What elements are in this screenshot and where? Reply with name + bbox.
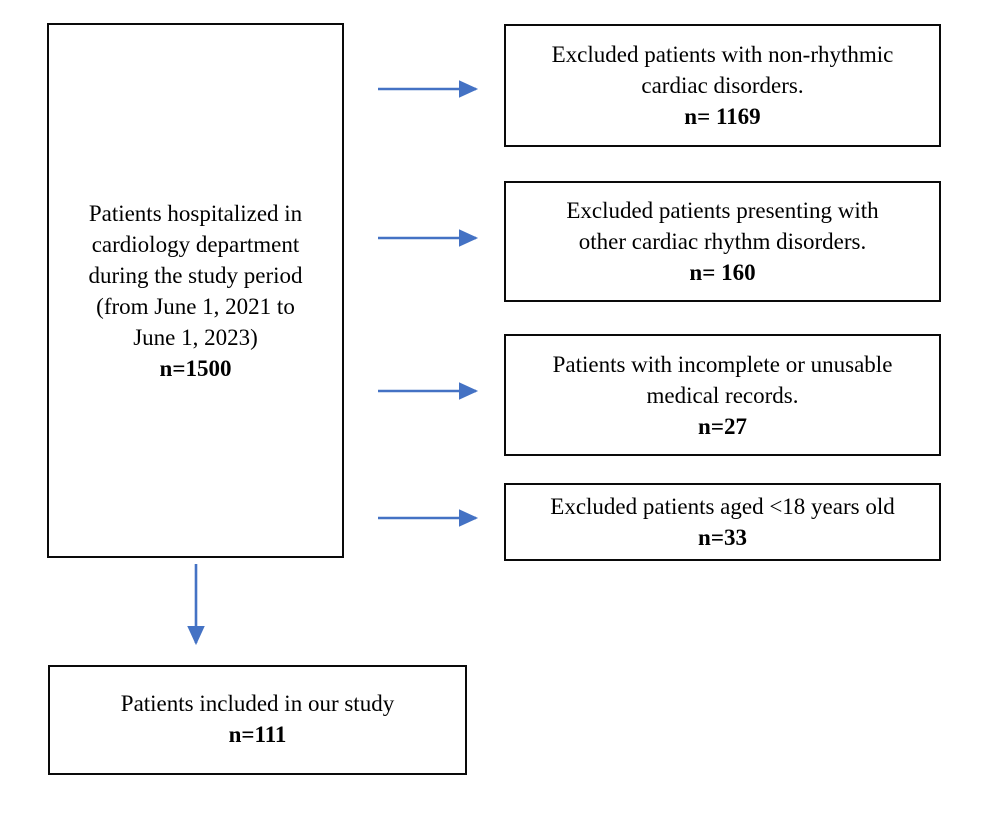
exclusion-1-line-1: Excluded patients with non-rhythmic — [551, 42, 894, 67]
result-count-label: n=111 — [228, 722, 287, 747]
exclusion-4-count-label: n=33 — [698, 525, 747, 550]
source-cohort-box: Patients hospitalized in cardiology depa… — [47, 23, 344, 558]
exclusion-2-line-1: Excluded patients presenting with — [566, 198, 879, 223]
exclusion-3-count-label: n=27 — [698, 413, 747, 439]
source-line-5: June 1, 2023) — [133, 324, 258, 350]
exclusion-box-1: Excluded patients with non-rhythmic card… — [504, 24, 941, 147]
exclusion-1-text: Excluded patients with non-rhythmic card… — [506, 39, 939, 132]
exclusion-box-4: Excluded patients aged <18 years old n=3… — [504, 483, 941, 561]
exclusion-4-text: Excluded patients aged <18 years old n=3… — [506, 491, 939, 553]
source-cohort-text: Patients hospitalized in cardiology depa… — [49, 198, 342, 384]
result-text: Patients included in our study n=111 — [50, 688, 465, 750]
result-line-1: Patients included in our study — [120, 691, 395, 716]
source-line-4: (from June 1, 2021 to — [96, 293, 295, 319]
exclusion-3-text: Patients with incomplete or unusable med… — [506, 349, 939, 442]
exclusion-4-line-1: Excluded patients aged <18 years old — [550, 494, 895, 519]
exclusion-1-line-2: cardiac disorders. — [641, 73, 804, 98]
exclusion-2-line-2: other cardiac rhythm disorders. — [578, 229, 867, 254]
exclusion-2-text: Excluded patients presenting with other … — [506, 195, 939, 288]
source-line-3: during the study period — [88, 262, 303, 288]
exclusion-2-count-label: n= 160 — [689, 260, 756, 285]
exclusion-1-count-label: n= 1169 — [684, 104, 761, 129]
exclusion-box-3: Patients with incomplete or unusable med… — [504, 334, 941, 456]
source-line-2: cardiology department — [91, 231, 300, 257]
source-count-label: n=1500 — [159, 355, 232, 381]
exclusion-3-line-1: Patients with incomplete or unusable — [552, 351, 893, 377]
source-line-1: Patients hospitalized in — [88, 200, 303, 226]
exclusion-box-2: Excluded patients presenting with other … — [504, 181, 941, 302]
result-box: Patients included in our study n=111 — [48, 665, 467, 775]
exclusion-3-line-2: medical records. — [646, 382, 799, 408]
